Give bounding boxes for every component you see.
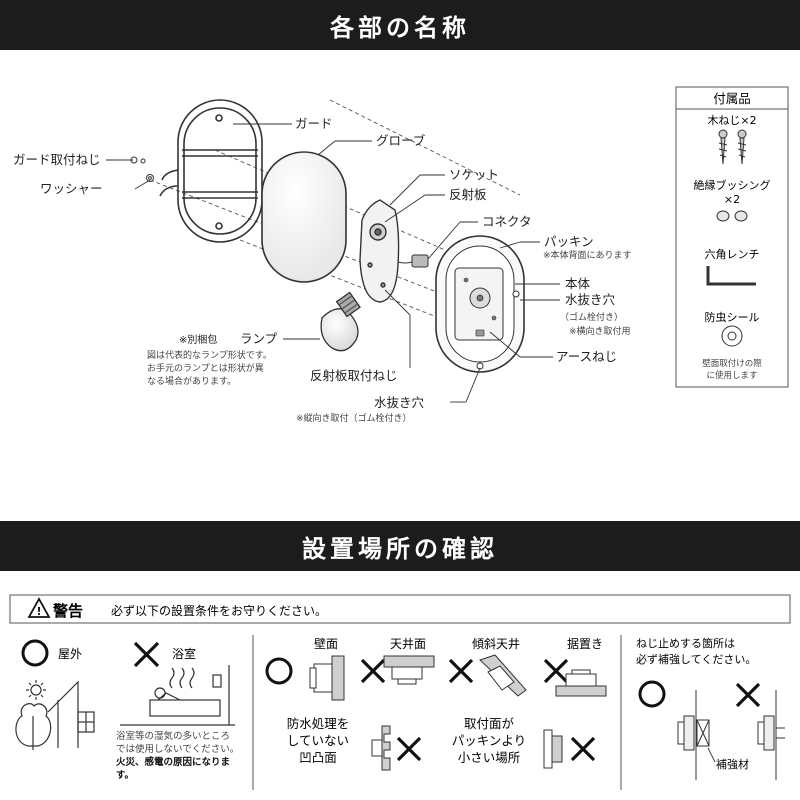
outdoor-house-icon [15,680,95,750]
floor-standing-icon [555,669,607,697]
lamp-illustration [320,291,361,352]
label-body: 本体 [565,276,591,291]
smaller-mount-3: 小さい場所 [458,750,521,765]
label-lamp-prefix: ※別梱包 [179,333,217,346]
ng-cross-icon [448,658,474,684]
section-title-installation-check: 設置場所の確認 [0,521,800,571]
ceiling-mount-icon [383,655,435,685]
bathroom-label: 浴室 [172,646,196,661]
accessory-wood-screw: 木ねじ×2 [707,114,756,127]
globe-illustration [261,151,347,283]
label-drain-side-sub: （ゴム栓付き） [560,311,623,323]
ok-circle-icon [638,680,666,708]
ceiling-label: 天井面 [390,637,426,651]
reflector-illustration [359,199,400,303]
reinforced-wall-icon [677,690,710,780]
label-reflector: 反射板 [449,187,487,202]
label-reflector-screw: 反射板取付ねじ [310,368,398,383]
seal-icon [721,325,743,347]
lamp-note-1: 図は代表的なランプ形状です。 [147,349,272,361]
label-guard-screw: ガード取付ねじ [13,152,101,167]
reinforcement-label: 補強材 [716,757,749,771]
bath-note-3: 火災、感電の原因になりま [116,756,230,768]
ng-cross-icon [570,736,596,762]
wood-screw-icon [718,129,747,165]
smaller-mount-1: 取付面が [464,716,515,731]
warning-title: 警告 [52,602,83,620]
leader-lines [106,123,560,403]
lamp-note-2: お手元のランプとは形状が異 [147,362,264,374]
accessory-bushing: 絶縁ブッシング [694,178,771,192]
bath-note-4: す。 [116,770,134,781]
unreinforced-wall-icon [757,690,785,780]
slanted-ceiling-label: 傾斜天井 [472,637,520,651]
hex-wrench-icon [706,266,756,286]
label-globe: グローブ [376,133,426,148]
label-connector: コネクタ [482,214,532,229]
ng-cross-icon [396,736,422,762]
bushing-icon [716,210,748,222]
wall-mount-icon [309,655,345,701]
body-illustration [435,235,525,373]
small-surface-icon [543,729,563,769]
no-waterproof-1: 防水処理を [287,716,350,731]
bathroom-icon [120,665,235,726]
accessories-title: 付属品 [713,91,751,106]
label-drain-hole-bottom: 水抜き穴 [374,395,425,410]
ng-cross-icon [735,682,761,708]
label-lamp: ランプ [240,331,278,346]
guard-illustration [159,99,263,243]
ng-cross-icon [133,641,160,668]
ok-circle-icon [21,639,49,667]
smaller-mount-2: パッキンより [452,733,526,748]
reinforce-2: 必ず補強してください。 [636,653,756,666]
seal-note-2: に使用します [706,370,757,381]
section-title-part-names: 各部の名称 [0,0,800,50]
outdoor-label: 屋外 [58,647,82,661]
label-guard: ガード [295,116,333,131]
label-earth-screw: アースねじ [556,349,617,364]
label-packing-note: ※本体背面にあります [543,249,632,261]
bath-note-1: 浴室等の湿気の多いところ [116,730,230,742]
ok-circle-icon [265,657,293,685]
ng-cross-icon [360,658,386,684]
accessories-box: 付属品 木ねじ×2 絶縁ブッシング ×2 六角レンチ 防虫シール 壁面取付けの際… [675,86,789,388]
bath-note-2: では使用しないでください。 [116,743,239,755]
label-drain-bottom-note: ※縦向き取付（ゴム栓付き） [296,412,412,424]
part-names-diagram: ガード ガード取付ねじ ワッシャー グローブ ソケット 反射板 コネクタ パッキ… [13,86,789,424]
accessory-bushing-qty: ×2 [724,193,740,206]
seal-note-1: 壁面取付けの際 [702,358,762,369]
label-socket: ソケット [449,167,499,182]
uneven-surface-icon [371,725,391,771]
no-waterproof-2: していない [287,733,349,748]
accessory-hex-wrench: 六角レンチ [705,248,760,261]
installation-check-diagram: ! 警告 必ず以下の設置条件をお守りください。 屋外 浴室 浴室等の湿気の多いと… [9,594,791,790]
wall-label: 壁面 [314,636,338,651]
reinforce-1: ねじ止めする箇所は [636,636,735,650]
floor-standing-label: 据置き [567,637,603,651]
warning-text: 必ず以下の設置条件をお守りください。 [111,603,327,618]
label-drain-hole-side: 水抜き穴 [565,292,616,307]
warning-icon: ! [27,597,51,618]
slanted-ceiling-mount-icon [479,654,527,697]
ng-cross-icon [543,658,569,684]
connector-illustration [397,254,429,268]
accessory-seal: 防虫シール [705,310,760,324]
label-washer: ワッシャー [40,181,103,196]
label-drain-side-note: ※横向き取付用 [569,325,631,337]
no-waterproof-3: 凹凸面 [299,750,337,765]
label-packing: パッキン [544,234,594,249]
svg-text:!: ! [36,605,41,618]
lamp-note-3: なる場合があります。 [147,375,236,387]
guard-screws-illustration [130,156,154,182]
